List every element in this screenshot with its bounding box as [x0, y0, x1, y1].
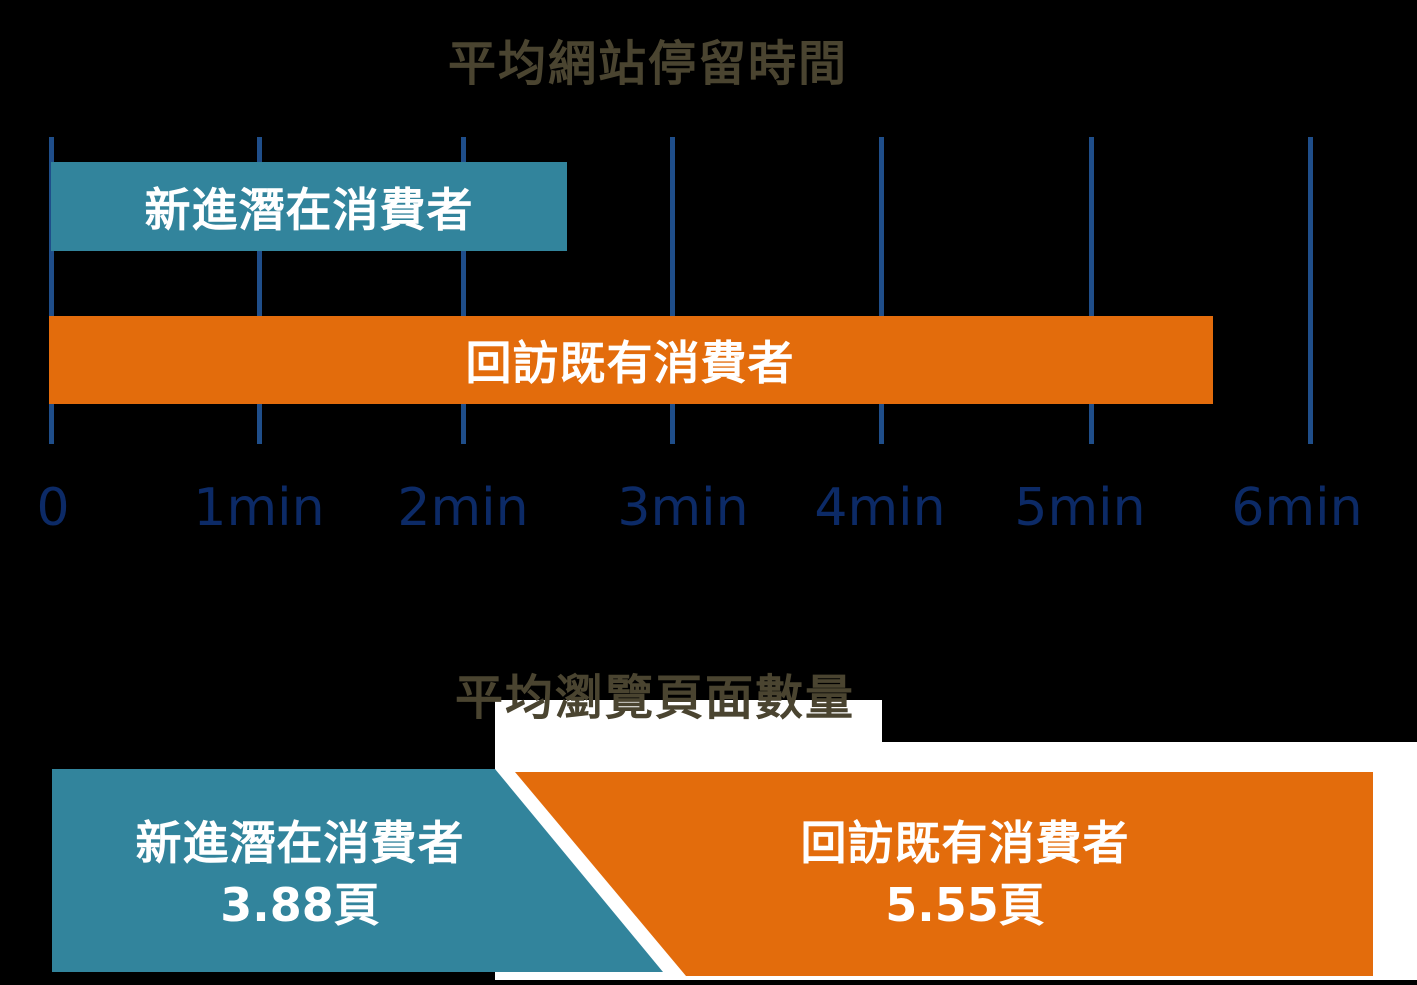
bar-returning-customers: 回訪既有消費者: [49, 316, 1213, 404]
gridline-5min: [1089, 137, 1094, 444]
gridline-2min: [461, 137, 466, 444]
tick-label-0: 0: [36, 478, 70, 538]
segment-value-new-prospects: 3.88頁: [220, 878, 380, 932]
tick-label-4min: 4min: [814, 478, 946, 538]
gridline-3min: [670, 137, 675, 444]
tick-label-5min: 5min: [1014, 478, 1146, 538]
tick-label-3min: 3min: [617, 478, 749, 538]
segment-label-new-prospects: 新進潛在消費者: [135, 816, 465, 870]
bar-label-new-prospects: 新進潛在消費者: [144, 182, 474, 237]
segment-value-returning-customers: 5.55頁: [885, 878, 1045, 932]
tick-label-2min: 2min: [397, 478, 529, 538]
chart-title-avg-time-on-site: 平均網站停留時間: [448, 36, 849, 92]
gridline-6min: [1308, 137, 1313, 444]
gridline-0: [49, 137, 54, 444]
bar-new-prospects: 新進潛在消費者: [51, 162, 567, 251]
gridline-4min: [879, 137, 884, 444]
segment-new-prospects: [52, 769, 663, 972]
tick-label-6min: 6min: [1231, 478, 1363, 538]
segment-label-returning-customers: 回訪既有消費者: [800, 816, 1130, 870]
segment-returning-customers: [515, 772, 1373, 976]
chart-title-avg-pages-viewed: 平均瀏覽頁面數量: [455, 670, 856, 726]
segment-text-returning-customers: 回訪既有消費者 5.55頁: [725, 812, 1205, 936]
tick-label-1min: 1min: [193, 478, 325, 538]
gridline-1min: [257, 137, 262, 444]
segment-text-new-prospects: 新進潛在消費者 3.88頁: [60, 812, 540, 936]
bar-label-returning-customers: 回訪既有消費者: [465, 336, 795, 390]
